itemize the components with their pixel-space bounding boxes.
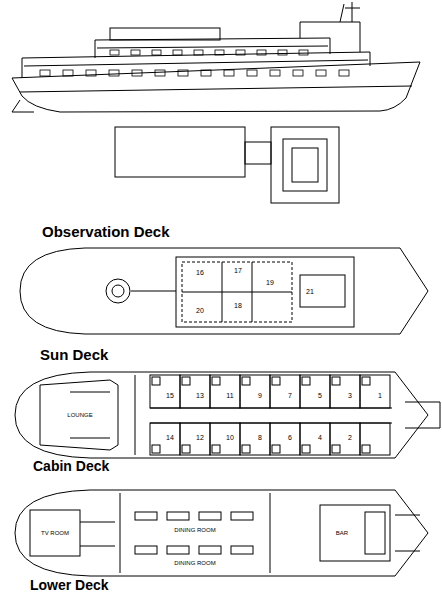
dining-tables <box>135 512 253 554</box>
window <box>224 70 234 76</box>
bathroom <box>182 377 190 385</box>
bathroom <box>152 377 160 385</box>
cabin <box>330 375 360 408</box>
window <box>278 50 287 55</box>
room-label: 4 <box>317 434 323 441</box>
room-label: TV ROOM <box>40 530 70 536</box>
room-label: 18 <box>233 302 243 309</box>
room-label: 15 <box>165 392 175 399</box>
bathroom <box>272 377 280 385</box>
room-label: 13 <box>195 392 205 399</box>
window <box>247 70 257 76</box>
bathroom <box>212 377 220 385</box>
window <box>257 50 266 55</box>
table <box>231 546 253 554</box>
bathroom <box>332 445 340 453</box>
room-label: 14 <box>165 434 175 441</box>
room-label: DINING ROOM <box>173 560 216 566</box>
room-label: 21 <box>305 288 315 295</box>
table <box>167 512 189 520</box>
cabin <box>270 423 300 455</box>
window <box>339 70 349 76</box>
room-label: 8 <box>257 434 263 441</box>
room-label: 11 <box>225 392 234 399</box>
bathroom <box>242 377 250 385</box>
side-elevation <box>12 2 420 112</box>
window <box>270 70 280 76</box>
cabin <box>150 375 180 408</box>
room-label: 20 <box>195 307 205 314</box>
cabin <box>270 375 300 408</box>
window <box>86 70 96 76</box>
table <box>135 546 157 554</box>
room-label: 2 <box>347 434 353 441</box>
room-label: 19 <box>265 279 275 286</box>
cabin <box>240 423 270 455</box>
cabin <box>300 375 330 408</box>
cabin <box>300 423 330 455</box>
window <box>132 70 142 76</box>
room-label: 5 <box>317 392 323 399</box>
room-label: 7 <box>287 392 293 399</box>
deck-title: Observation Deck <box>42 224 170 239</box>
room-label: 9 <box>257 392 263 399</box>
bathroom <box>362 377 370 385</box>
room-label: 10 <box>225 434 235 441</box>
window <box>173 50 182 55</box>
room-label: 16 <box>195 269 205 276</box>
table <box>167 546 189 554</box>
cabin-grid <box>150 375 390 455</box>
window <box>201 70 211 76</box>
bathroom <box>332 377 340 385</box>
deck-title: Sun Deck <box>40 347 108 362</box>
window <box>63 70 73 76</box>
cabin <box>150 423 180 455</box>
window <box>155 70 165 76</box>
window <box>215 50 224 55</box>
window <box>178 70 188 76</box>
cabin <box>240 375 270 408</box>
cabin <box>330 423 360 455</box>
room-label: BAR <box>335 530 349 536</box>
window <box>110 50 119 55</box>
room-label: 3 <box>347 392 353 399</box>
window <box>316 70 326 76</box>
bathroom <box>302 445 310 453</box>
window <box>109 70 119 76</box>
table <box>231 512 253 520</box>
cabin <box>210 423 240 455</box>
deck-title: Lower Deck <box>30 578 109 592</box>
table <box>199 546 221 554</box>
cabin <box>360 423 390 455</box>
deck-title: Cabin Deck <box>33 459 109 473</box>
room-label: LOUNGE <box>66 412 93 418</box>
bathroom <box>242 445 250 453</box>
cabin <box>180 423 210 455</box>
room-label: 6 <box>287 434 293 441</box>
window <box>194 50 203 55</box>
bathroom <box>362 445 370 453</box>
table <box>199 512 221 520</box>
window <box>293 70 303 76</box>
bathroom <box>302 377 310 385</box>
room-label: DINING ROOM <box>173 527 216 533</box>
room-label: 12 <box>195 434 205 441</box>
window <box>131 50 140 55</box>
bathroom <box>152 445 160 453</box>
window <box>40 70 50 76</box>
cabin <box>210 375 240 408</box>
bathroom <box>272 445 280 453</box>
bathroom <box>182 445 190 453</box>
bathroom <box>212 445 220 453</box>
window <box>236 50 245 55</box>
window <box>299 50 308 55</box>
table <box>135 512 157 520</box>
window-row <box>40 50 349 76</box>
window <box>152 50 161 55</box>
room-label: 1 <box>377 392 383 399</box>
room-label: 17 <box>233 267 243 274</box>
cabin <box>360 375 390 408</box>
cabin <box>180 375 210 408</box>
